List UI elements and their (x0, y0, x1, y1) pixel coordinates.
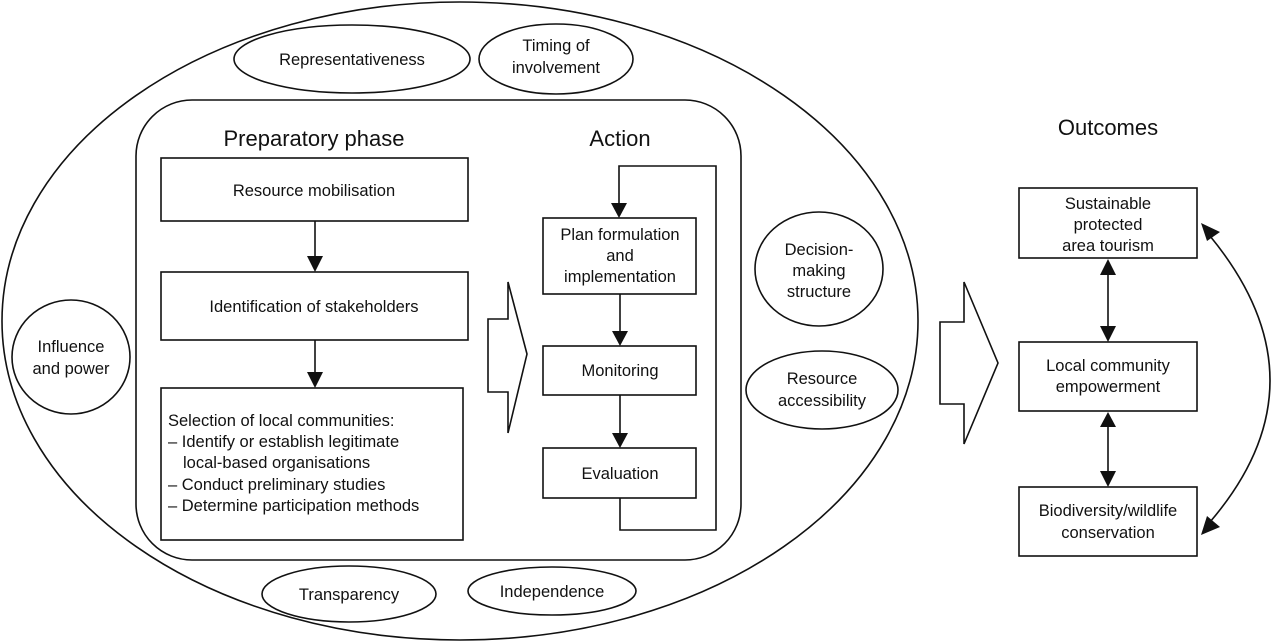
step-evaluation-label: Evaluation (581, 465, 658, 483)
outcome-tourism-label-line2: protected (1074, 216, 1143, 234)
outcome-conservation-label-line1: Biodiversity/wildlife (1039, 502, 1177, 520)
heading-outcomes: Outcomes (1058, 115, 1158, 140)
step-plan-label-line1: Plan formulation (560, 226, 679, 244)
step-monitoring-label: Monitoring (581, 362, 658, 380)
step-identification-label: Identification of stakeholders (209, 298, 418, 316)
factor-resource-accessibility: Resource accessibility (745, 350, 899, 430)
step-resource-mobilisation-label: Resource mobilisation (233, 182, 395, 200)
factor-timing-label-line1: Timing of (522, 37, 590, 55)
factor-representativeness: Representativeness (233, 24, 471, 94)
factor-representativeness-label: Representativeness (279, 51, 425, 69)
block-arrow-prep-to-action (487, 281, 528, 434)
step-resource-mobilisation: Resource mobilisation (160, 157, 469, 222)
arrow-mobilisation-to-identification (307, 221, 323, 272)
action-feedback-loop (611, 165, 717, 531)
factor-decision-label-line2: making (792, 262, 845, 280)
arrow-plan-to-monitoring (612, 294, 628, 346)
step-selection-title: Selection of local communities: (168, 412, 395, 430)
outcome-biodiversity-conservation: Biodiversity/wildlife conservation (1018, 486, 1198, 557)
outcome-sustainable-tourism: Sustainable protected area tourism (1018, 187, 1198, 259)
heading-preparatory-phase: Preparatory phase (224, 126, 405, 151)
step-selection-line-2: local-based organisations (183, 454, 370, 472)
outcome-empowerment-label-line2: empowerment (1056, 378, 1161, 396)
arrow-monitoring-to-evaluation (612, 395, 628, 448)
factor-influence-label-line2: and power (32, 360, 110, 378)
arrow-tourism-conservation-curve (1201, 223, 1271, 535)
step-plan-formulation: Plan formulation and implementation (542, 217, 697, 295)
outcome-empowerment-label-line1: Local community (1046, 357, 1171, 375)
step-evaluation: Evaluation (542, 447, 697, 499)
step-plan-label-line2: and (606, 247, 634, 265)
block-arrow-to-outcomes (939, 281, 999, 445)
factor-transparency: Transparency (261, 565, 437, 623)
factor-resource-access-label-line1: Resource (787, 370, 858, 388)
factor-influence-and-power: Influence and power (11, 299, 131, 415)
factor-timing-of-involvement: Timing of involvement (478, 23, 634, 95)
outcome-tourism-label-line3: area tourism (1062, 237, 1154, 255)
outer-context-ellipse (1, 1, 919, 641)
arrow-identification-to-selection (307, 340, 323, 388)
outcome-community-empowerment: Local community empowerment (1018, 341, 1198, 412)
factor-transparency-label: Transparency (299, 586, 400, 604)
outcome-tourism-label-line1: Sustainable (1065, 195, 1151, 213)
step-selection-line-1: – Identify or establish legitimate (168, 433, 399, 451)
outcome-conservation-label-line2: conservation (1061, 524, 1155, 542)
heading-action: Action (589, 126, 650, 151)
factor-timing-label-line2: involvement (512, 59, 600, 77)
factor-independence: Independence (467, 566, 637, 616)
step-monitoring: Monitoring (542, 345, 697, 396)
arrow-tourism-empowerment (1100, 259, 1116, 342)
step-plan-label-line3: implementation (564, 268, 676, 286)
step-selection-of-local-communities: Selection of local communities: – Identi… (160, 387, 464, 541)
step-selection-line-3: – Conduct preliminary studies (168, 476, 385, 494)
arrow-empowerment-conservation (1100, 412, 1116, 487)
factor-decision-label-line3: structure (787, 283, 851, 301)
factor-resource-access-label-line2: accessibility (778, 392, 867, 410)
factor-influence-label-line1: Influence (38, 338, 105, 356)
factor-decision-label-line1: Decision- (785, 241, 854, 259)
step-selection-line-4: – Determine participation methods (168, 497, 419, 515)
step-identification-of-stakeholders: Identification of stakeholders (160, 271, 469, 341)
factor-independence-label: Independence (500, 583, 605, 601)
factor-decision-making-structure: Decision- making structure (754, 211, 884, 327)
